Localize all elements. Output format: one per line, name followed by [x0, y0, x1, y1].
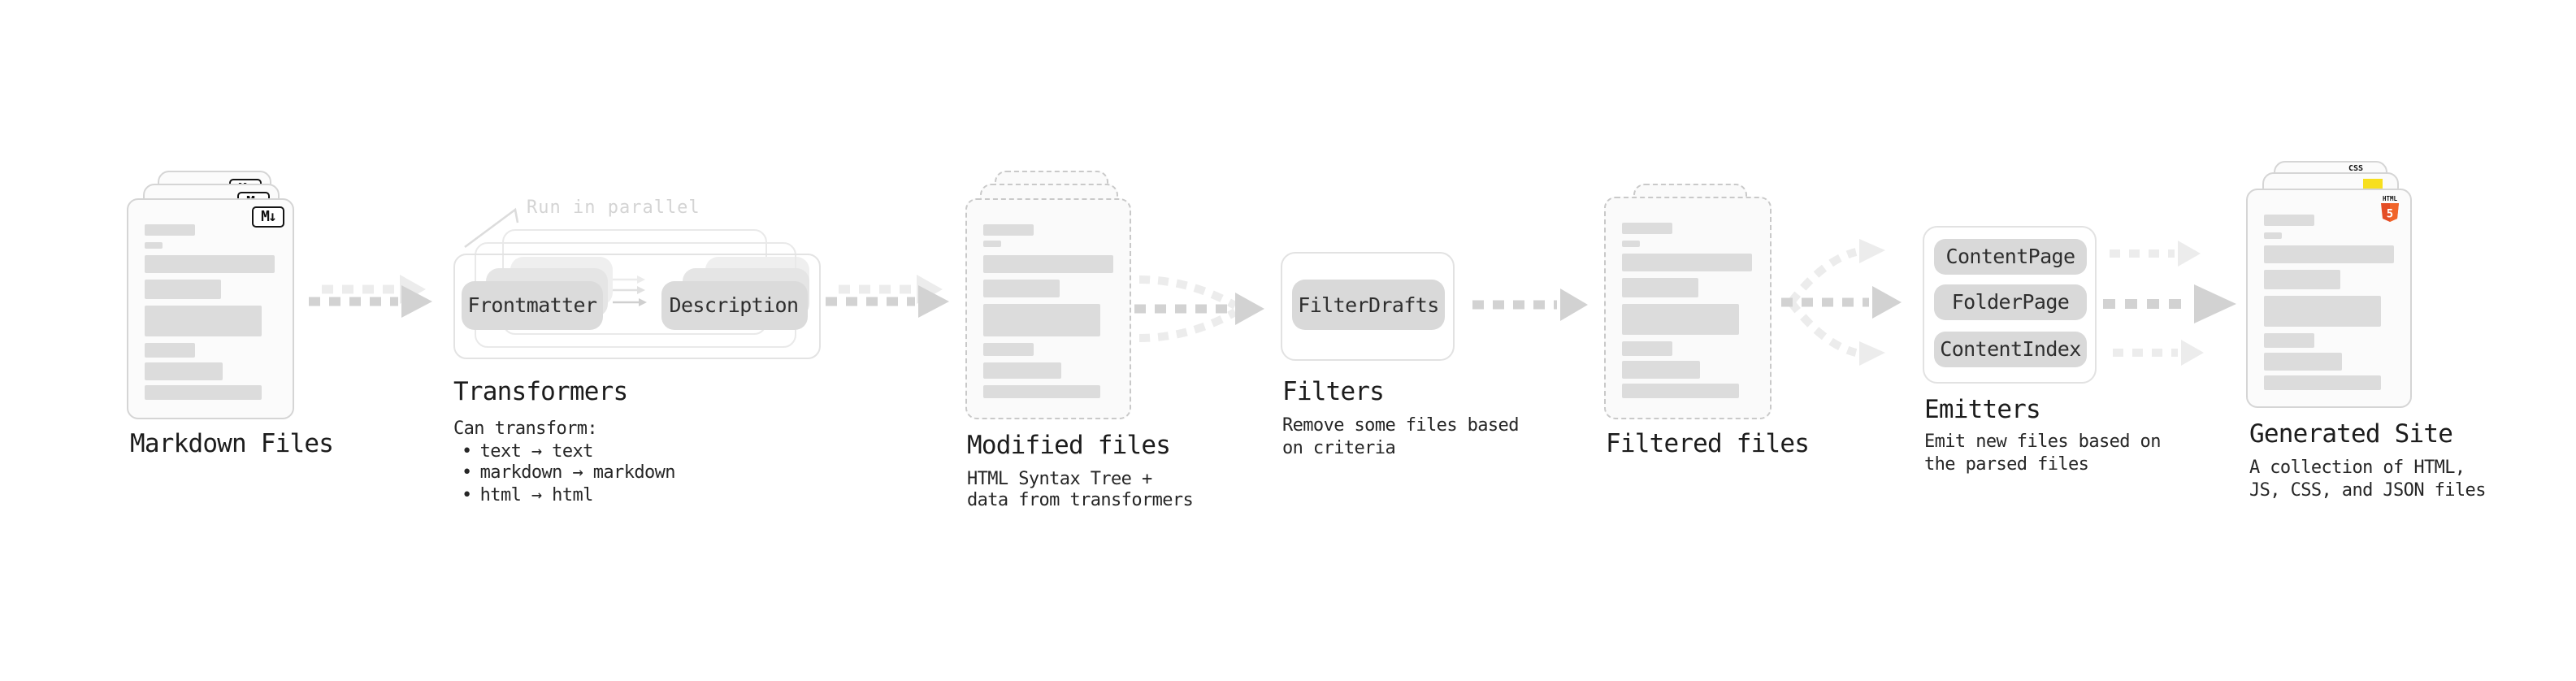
placeholder-text-bar: [2264, 215, 2314, 226]
placeholder-text-bar: [145, 385, 262, 399]
arrow-transformers-to-modified: [826, 275, 949, 318]
placeholder-text-bar: [1622, 341, 1672, 355]
generated-site-subtitle: A collection of HTML, JS, CSS, and JSON …: [2249, 457, 2486, 501]
filters-subtitle: Remove some files based on criteria: [1282, 414, 1519, 458]
subtitle-line: data from transformers: [967, 489, 1194, 510]
emitters-subtitle: Emit new files based on the parsed files: [1924, 431, 2161, 475]
modified-files-subtitle: HTML Syntax Tree + data from transformer…: [967, 467, 1194, 511]
arrow-emitters-to-generated: [2103, 241, 2236, 366]
annotation-leader-line: [464, 207, 519, 249]
placeholder-text-bar: [1622, 240, 1640, 246]
placeholder-text-bar: [983, 279, 1060, 297]
placeholder-text-bar: [145, 343, 195, 357]
split-curve-top: [1788, 248, 1858, 306]
subtitle-line: A collection of HTML,: [2249, 457, 2465, 478]
placeholder-text-bar: [1622, 303, 1739, 335]
subtitle-line: the parsed files: [1924, 453, 2089, 474]
arrow-filters-to-filtered: [1472, 288, 1588, 321]
stage-label-markdown-files: Markdown Files: [130, 429, 334, 458]
filter-pill-filterdrafts: FilterDrafts: [1292, 279, 1445, 329]
placeholder-text-bar: [145, 362, 223, 380]
transformers-subtitle: Can transform:: [453, 417, 598, 438]
run-in-parallel-annotation: Run in parallel: [527, 197, 700, 218]
emitter-pill-contentindex: ContentIndex: [1934, 331, 2087, 367]
placeholder-text-bar: [145, 241, 163, 248]
arrow-markdown-to-transformers: [309, 275, 432, 318]
placeholder-text-bar: [145, 280, 221, 298]
filtered-file-card-front: [1604, 197, 1772, 419]
transformer-pill-description: Description: [661, 280, 807, 329]
stage-label-transformers: Transformers: [453, 376, 628, 406]
placeholder-text-bar: [1622, 278, 1698, 297]
emitter-pill-folderpage: FolderPage: [1934, 284, 2087, 320]
placeholder-text-bar: [145, 224, 195, 236]
placeholder-text-bar: [2264, 295, 2381, 327]
placeholder-text-bar: [983, 362, 1061, 379]
placeholder-text-bar: [145, 255, 275, 273]
bullet-item: markdown → markdown: [462, 462, 676, 484]
css-icon-label: CSS: [2348, 163, 2364, 173]
transformer-flow-arrows: [613, 275, 647, 306]
stage-label-filters: Filters: [1282, 376, 1385, 406]
placeholder-text-bar: [1622, 384, 1739, 397]
markdown-file-card-front: M↓: [127, 198, 294, 419]
arrow-filtered-to-emitters: [1781, 239, 1902, 366]
svg-text:HTML: HTML: [2383, 195, 2398, 202]
stage-label-emitters: Emitters: [1924, 395, 2041, 424]
emitter-pill-contentpage: ContentPage: [1934, 238, 2087, 274]
stage-label-filtered-files: Filtered files: [1606, 429, 1810, 458]
subtitle-line: Emit new files based on: [1924, 431, 2161, 452]
html5-icon: HTML 5: [2381, 195, 2399, 222]
placeholder-text-bar: [2264, 333, 2314, 347]
subtitle-line: HTML Syntax Tree +: [967, 467, 1152, 488]
placeholder-text-bar: [2264, 353, 2342, 370]
placeholder-text-bar: [983, 254, 1113, 272]
converge-curve-bottom: [1138, 308, 1238, 342]
split-curve-bottom: [1788, 299, 1858, 357]
placeholder-text-bar: [983, 384, 1100, 398]
placeholder-text-bar: [1622, 254, 1752, 271]
arrow-modified-to-filters: [1134, 275, 1264, 342]
transformer-pill-frontmatter: Frontmatter: [462, 280, 603, 329]
modified-file-card-front: [965, 197, 1131, 419]
bullet-item: html → html: [462, 484, 675, 505]
subtitle-line: JS, CSS, and JSON files: [2249, 479, 2486, 500]
markdown-icon: M↓: [252, 206, 284, 227]
bullet-item: text → text: [462, 440, 675, 462]
placeholder-text-bar: [983, 342, 1034, 356]
svg-text:5: 5: [2387, 208, 2393, 221]
transformer-layer-front: [453, 254, 820, 359]
placeholder-text-bar: [145, 305, 262, 336]
transformers-bullet-list: text → text markdown → markdown html → h…: [462, 440, 676, 505]
placeholder-text-bar: [1622, 361, 1700, 378]
subtitle-line: on criteria: [1282, 436, 1396, 458]
placeholder-text-bar: [2264, 232, 2282, 238]
converge-curve-top: [1138, 275, 1238, 310]
placeholder-text-bar: [983, 241, 1001, 247]
placeholder-text-bar: [2264, 270, 2340, 288]
placeholder-text-bar: [2264, 245, 2394, 263]
stage-label-generated-site: Generated Site: [2249, 419, 2453, 448]
placeholder-text-bar: [983, 304, 1100, 336]
stage-label-modified-files: Modified files: [967, 430, 1171, 459]
placeholder-text-bar: [983, 223, 1034, 235]
placeholder-text-bar: [2264, 375, 2381, 389]
placeholder-text-bar: [1622, 223, 1672, 234]
generated-file-card-front: HTML 5: [2246, 189, 2412, 408]
subtitle-line: Remove some files based: [1282, 414, 1519, 436]
